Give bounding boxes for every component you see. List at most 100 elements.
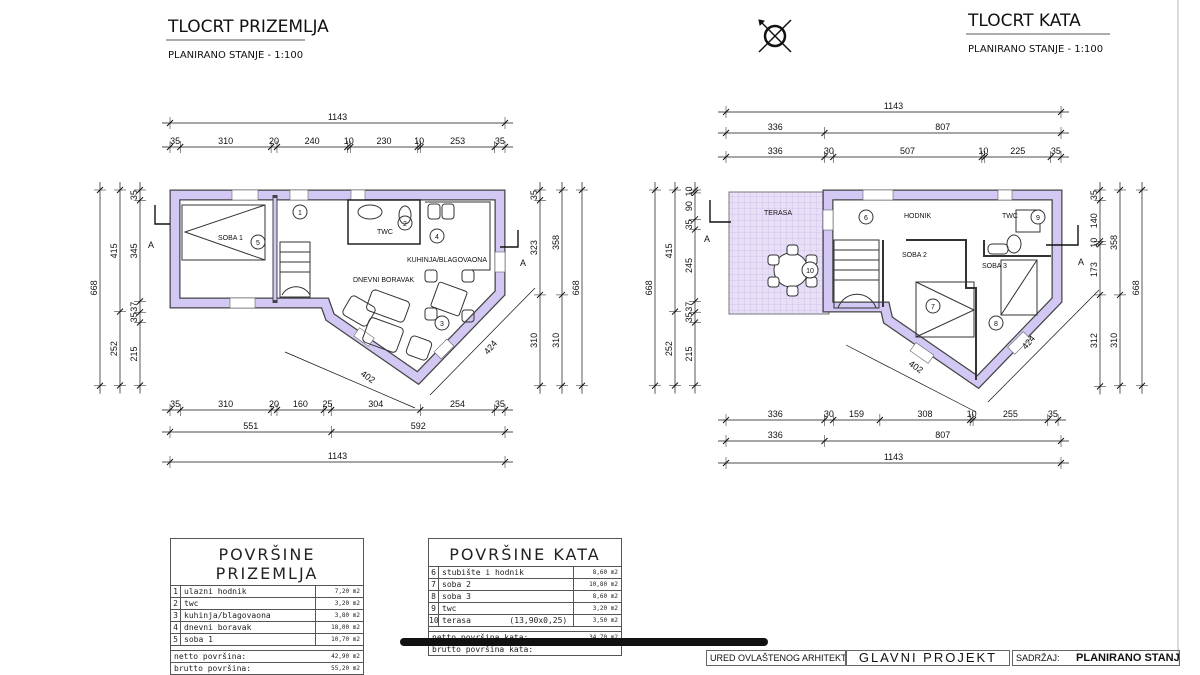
dimension-label: 1143 [884, 452, 903, 462]
row-name: dnevni boravak [184, 623, 252, 632]
upper-floor-subtitle: PLANIRANO STANJE - 1:100 [968, 44, 1103, 55]
dimension-label: 336 [768, 146, 783, 156]
row-number: 5 [171, 634, 181, 645]
row-number: 2 [171, 598, 181, 609]
dimension-label: 1143 [328, 112, 347, 122]
diagonal-dimension [845, 344, 977, 413]
row-number: 9 [429, 603, 439, 614]
row-number: 1 [171, 586, 181, 597]
room-number-markers: 1 2 3 4 5 [250, 204, 450, 331]
dimension-label: 668 [1131, 280, 1141, 295]
row-number: 4 [171, 622, 181, 633]
interior-wall [983, 240, 1051, 257]
brutto-row: brutto površina kata: [429, 644, 621, 655]
content-cell: SADRŽAJ: PLANIRANO STANJE [1012, 650, 1180, 666]
diagonal-dim-label: 402 [907, 358, 925, 375]
dimension-label: 323 [529, 240, 539, 255]
row-area: 3,80 m2 [315, 610, 363, 621]
dimension-label: 35 [529, 190, 539, 200]
row-name: soba 3 [442, 592, 471, 601]
dimension-label: 10 [684, 186, 694, 196]
dimension-label: 310 [551, 333, 561, 348]
dimension-label: 668 [571, 280, 581, 295]
dimension-label: 1143 [884, 101, 903, 111]
dimension-label: 159 [849, 409, 864, 419]
section-line [500, 230, 519, 248]
dimension-label: 304 [368, 399, 383, 409]
dimension-label: 35 [129, 190, 139, 200]
dimension-label: 336 [768, 409, 783, 419]
dimension-label: 173 [1089, 262, 1099, 277]
row-number: 6 [429, 567, 439, 578]
dimension-label: 668 [644, 280, 654, 295]
brutto-label: brutto površina kata: [432, 645, 534, 654]
washbasin-icon [357, 204, 383, 220]
office-cell: URED OVLAŠTENOG ARHITEKTA [706, 650, 846, 666]
dimension-label: 252 [109, 341, 119, 356]
room-label-twc: TWC [377, 229, 393, 236]
staircase-icon [833, 239, 880, 309]
dimension-label: 215 [129, 346, 139, 361]
section-line [154, 205, 170, 225]
dimension-label: 807 [935, 122, 950, 132]
diagonal-dim-label: 424 [482, 338, 499, 356]
kitchen-counter [425, 201, 491, 271]
room-number: 9 [1036, 215, 1040, 222]
row-number: 10 [429, 615, 439, 626]
windows [229, 189, 506, 360]
dimension-label: 592 [411, 421, 426, 431]
dimension-label: 35 [495, 399, 505, 409]
room-number: 6 [864, 215, 868, 222]
toilet-icon [1006, 234, 1022, 254]
dimension-label: 35 [495, 136, 505, 146]
netto-label: netto površina: [174, 652, 247, 661]
dimension-label: 255 [1003, 409, 1018, 419]
room-label-twc: TWC [1002, 213, 1018, 220]
row-area: 10,70 m2 [315, 634, 363, 645]
row-area: 3,20 m2 [573, 603, 621, 614]
row-name: twc [442, 604, 457, 613]
dimension-label: 25 [323, 399, 333, 409]
brutto-label: brutto površina: [174, 664, 252, 673]
upper-floor-plan: TERASA HODNIK SOBA 2 SOBA 3 TWC 6 7 8 9 … [704, 189, 1100, 413]
dimension-label: 310 [529, 333, 539, 348]
room-number: 10 [806, 268, 814, 275]
dimension-label: 336 [768, 122, 783, 132]
room-label-kuhinja: KUHINJA/BLAGOVAONA [407, 257, 487, 264]
row-name: kuhinja/blagovaona [184, 611, 271, 620]
row-name: stubište i hodnik [442, 568, 524, 577]
room-label-dnevni-boravak: DNEVNI BORAVAK [353, 277, 415, 284]
netto-row: netto površina:42,90 m2 [171, 650, 363, 663]
row-number: 8 [429, 591, 439, 602]
outer-wall-fill [823, 190, 1062, 388]
redaction-bar [400, 638, 768, 646]
diagonal-dim-label: 402 [359, 368, 377, 385]
row-name: ulazni hodnik [184, 587, 247, 596]
dimension-label: 90 [684, 201, 694, 211]
dimension-label: 254 [450, 399, 465, 409]
dimension-label: 35 [129, 312, 139, 322]
ground-floor-plan: SOBA 1 TWC KUHINJA/BLAGOVAONA DNEVNI BOR… [148, 189, 536, 409]
brutto-row: brutto površina:55,20 m2 [171, 663, 363, 674]
dimension-label: 140 [1089, 213, 1099, 228]
section-mark: A [520, 258, 526, 268]
room-label-soba-3: SOBA 3 [982, 263, 1007, 270]
dimension-label: 10 [344, 136, 354, 146]
bed-cover [183, 204, 266, 261]
bed-icon [181, 204, 266, 261]
ground-floor-subtitle: PLANIRANO STANJE - 1:100 [168, 50, 303, 61]
furniture [342, 269, 475, 361]
row-name: terasa (13,90x0,25) [442, 616, 568, 625]
row-number: 7 [429, 579, 439, 590]
dimension-label: 30 [824, 409, 834, 419]
section-mark: A [704, 234, 710, 244]
row-area: 8,60 m2 [573, 567, 621, 578]
table-title: POVRŠINE PRIZEMLJA [171, 539, 363, 586]
